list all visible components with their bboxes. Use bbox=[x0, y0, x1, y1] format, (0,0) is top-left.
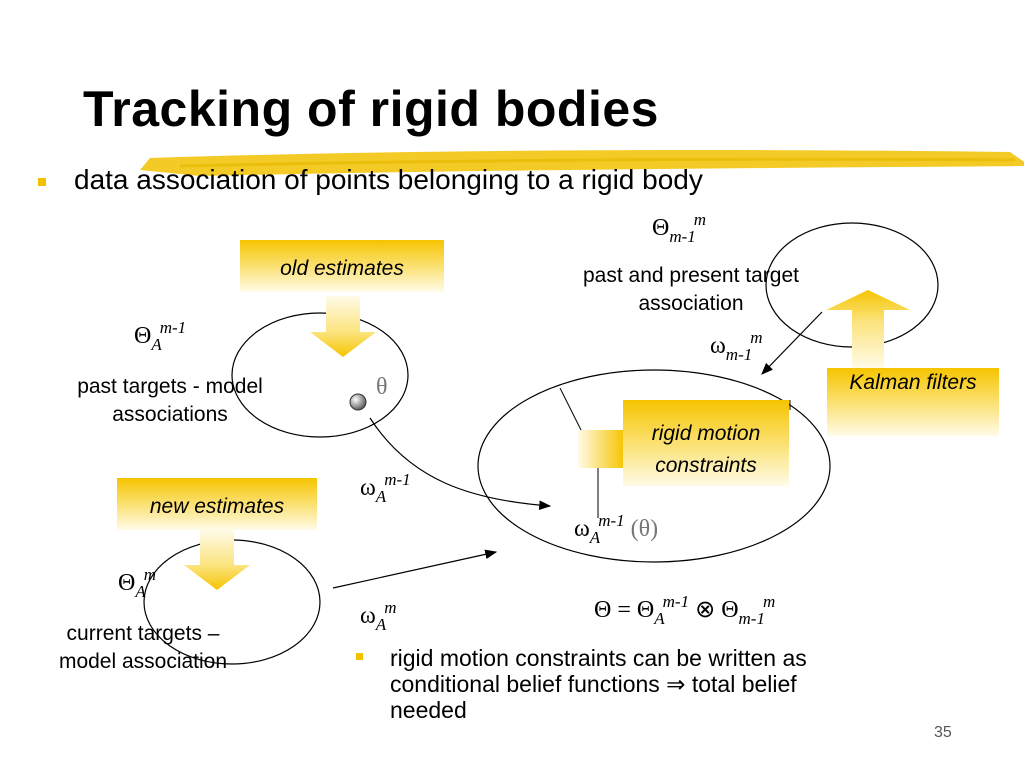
bullet-square-icon-bottom bbox=[356, 653, 363, 660]
rigid-motion-line2: constraints bbox=[655, 454, 757, 477]
old-estimates-label: old estimates bbox=[280, 257, 404, 280]
symbol-omega-A-m1: ωAm-1 bbox=[360, 470, 411, 506]
slide-title: Tracking of rigid bodies bbox=[83, 81, 659, 137]
bullet-top-text: data association of points belonging to … bbox=[74, 164, 703, 195]
bullet-bottom-line2: conditional belief functions ⇒ total bel… bbox=[390, 671, 797, 697]
equation-theta-composition: Θ = ΘAm-1 ⊗ Θm-1m bbox=[594, 592, 776, 628]
bullet-bottom-line1: rigid motion constraints can be written … bbox=[390, 645, 807, 671]
bullet-bottom-line3: needed bbox=[390, 697, 467, 723]
label-current-targets: current targets – model association bbox=[28, 620, 258, 676]
kalman-filters-box: Kalman filters bbox=[827, 368, 999, 436]
arrow-new-to-rigid bbox=[332, 549, 498, 589]
new-estimates-label: new estimates bbox=[149, 495, 285, 518]
page-number: 35 bbox=[934, 724, 952, 741]
arrow-down-old bbox=[310, 296, 376, 357]
label-past-present-line2: association bbox=[638, 292, 744, 315]
ellipse-rigid-body bbox=[477, 369, 831, 563]
label-past-targets: past targets - model associations bbox=[40, 373, 300, 429]
label-past-targets-line1: past targets - model bbox=[77, 375, 263, 398]
bullet-bottom-text: rigid motion constraints can be written … bbox=[390, 645, 950, 723]
label-past-targets-line2: associations bbox=[112, 403, 228, 426]
rigid-motion-line1: rigid motion bbox=[651, 422, 761, 445]
symbol-theta-small: θ bbox=[376, 374, 388, 400]
arrow-up-kalman bbox=[826, 290, 910, 368]
symbol-theta-A-m1: ΘAm-1 bbox=[134, 318, 187, 354]
symbol-theta-m1-m: Θm-1m bbox=[652, 210, 707, 246]
symbol-theta-A-m: ΘAm bbox=[118, 565, 157, 601]
theta-point-icon bbox=[349, 393, 367, 411]
rigid-box-stub bbox=[578, 430, 624, 468]
label-past-present: past and present target association bbox=[556, 262, 826, 318]
symbol-omega-m1-m: ωm-1m bbox=[710, 328, 763, 364]
ellipse-old-estimates bbox=[231, 312, 409, 438]
label-current-targets-line1: current targets – bbox=[66, 622, 220, 645]
kalman-filters-label: Kalman filters bbox=[849, 371, 977, 394]
old-estimates-box: old estimates bbox=[240, 240, 444, 292]
arrow-down-new bbox=[184, 530, 250, 590]
title-highlighter bbox=[140, 150, 1024, 176]
symbol-omega-A-m1-theta: ωAm-1 (θ) bbox=[574, 511, 659, 547]
label-past-present-line1: past and present target bbox=[583, 264, 799, 287]
label-current-targets-line2: model association bbox=[58, 650, 228, 673]
rigid-motion-box: rigid motion constraints bbox=[623, 400, 789, 486]
symbol-omega-A-m: ωAm bbox=[360, 598, 397, 634]
bullet-square-icon bbox=[38, 178, 46, 186]
new-estimates-box: new estimates bbox=[117, 478, 317, 530]
arrow-past-to-rigid bbox=[761, 311, 823, 375]
arrow-theta-to-rigid bbox=[369, 417, 552, 510]
